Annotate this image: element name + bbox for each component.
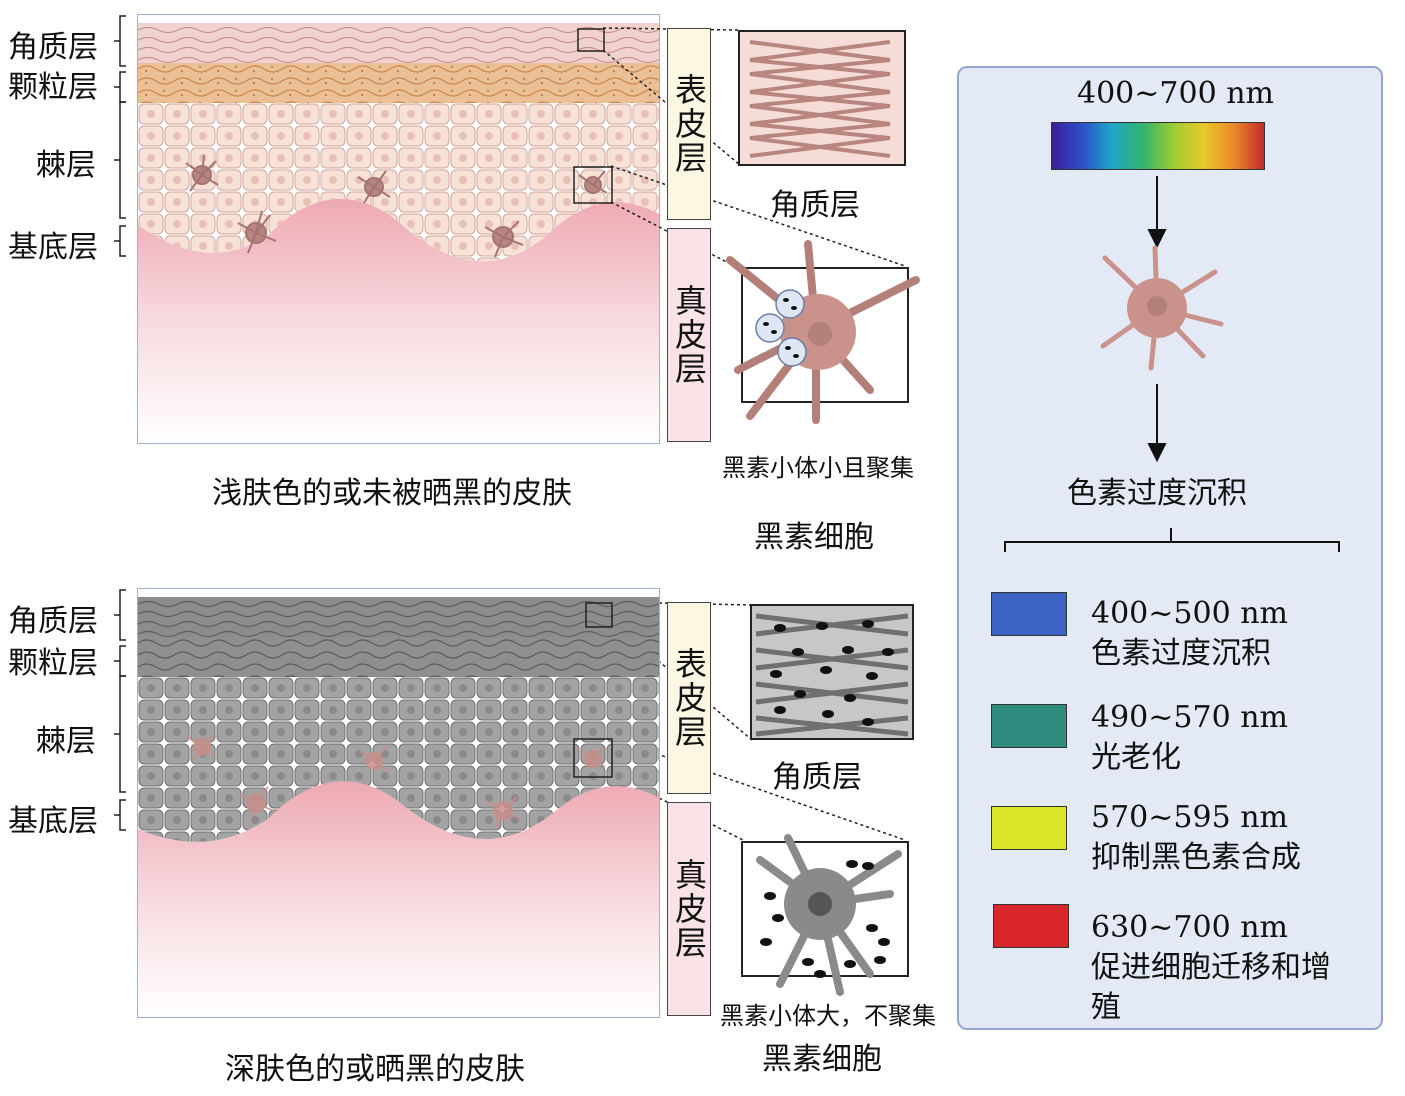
label-stratum-basale-bottom: 基底层	[8, 804, 98, 839]
legend-range-blue: 400~500 nm	[1091, 596, 1288, 631]
inset-melanocyte-dark	[741, 834, 909, 996]
dermis-label-top: 真皮层	[667, 228, 711, 442]
epidermis-label-bottom: 表皮层	[667, 602, 711, 794]
epidermis-label-top: 表皮层	[667, 28, 711, 220]
light-effects-panel: 400~700 nm 色素过度沉积 400~500 nm 色素过度沉积 490~…	[957, 66, 1383, 1030]
label-stratum-corneum-top: 角质层	[8, 30, 98, 65]
legend-effect-blue: 色素过度沉积	[1091, 636, 1271, 671]
melanocyte-label-top: 黑素细胞	[754, 520, 874, 555]
melanosome-note-bottom: 黑素小体大，不聚集	[720, 1002, 936, 1030]
label-stratum-granulosum-bottom: 颗粒层	[8, 646, 98, 681]
legend-swatch-blue	[991, 592, 1067, 636]
inset-corneum-label-top: 角质层	[770, 188, 860, 223]
label-stratum-basale-top: 基底层	[8, 230, 98, 265]
dermis-label-bottom: 真皮层	[667, 802, 711, 1016]
legend-swatch-red	[993, 904, 1069, 948]
label-stratum-spinosum-bottom: 棘层	[36, 724, 96, 759]
legend-range-red: 630~700 nm	[1091, 910, 1288, 945]
spectrum-range-label: 400~700 nm	[1077, 76, 1274, 111]
layer-brackets-top	[114, 15, 126, 257]
skin-caption-top: 浅肤色的或未被晒黑的皮肤	[212, 476, 572, 511]
legend-range-yellow: 570~595 nm	[1091, 800, 1288, 835]
legend-effect-teal: 光老化	[1091, 740, 1181, 775]
legend-effect-yellow: 抑制黑色素合成	[1091, 840, 1301, 875]
legend-range-teal: 490~570 nm	[1091, 700, 1288, 735]
legend-swatch-yellow	[991, 806, 1067, 850]
label-stratum-spinosum-top: 棘层	[36, 148, 96, 183]
legend-effect-red: 促进细胞迁移和增殖	[1091, 950, 1331, 1025]
melanocyte-label-bottom: 黑素细胞	[762, 1042, 882, 1077]
inset-corneum-light	[738, 30, 906, 166]
label-stratum-granulosum-top: 颗粒层	[8, 70, 98, 105]
layer-brackets-bottom	[114, 589, 126, 831]
skin-section-light	[137, 14, 660, 444]
skin-section-dark	[137, 588, 660, 1018]
pigmentation-result: 色素过度沉积	[1067, 476, 1247, 511]
melanocytes-dark	[187, 734, 606, 830]
melanocytes-light	[185, 154, 608, 258]
skin-caption-bottom: 深肤色的或晒黑的皮肤	[225, 1052, 525, 1087]
legend-swatch-teal	[991, 704, 1067, 748]
inset-corneum-dark	[750, 604, 914, 740]
inset-corneum-label-bottom: 角质层	[772, 760, 862, 795]
spectrum-bar	[1051, 122, 1265, 170]
inset-melanocyte-light	[726, 240, 920, 424]
melanosome-note-top: 黑素小体小且聚集	[722, 454, 914, 482]
skin-illustration-dark	[138, 589, 659, 1017]
flow-arrows	[1004, 176, 1340, 552]
skin-illustration-light	[138, 15, 659, 443]
label-stratum-corneum-bottom: 角质层	[8, 604, 98, 639]
